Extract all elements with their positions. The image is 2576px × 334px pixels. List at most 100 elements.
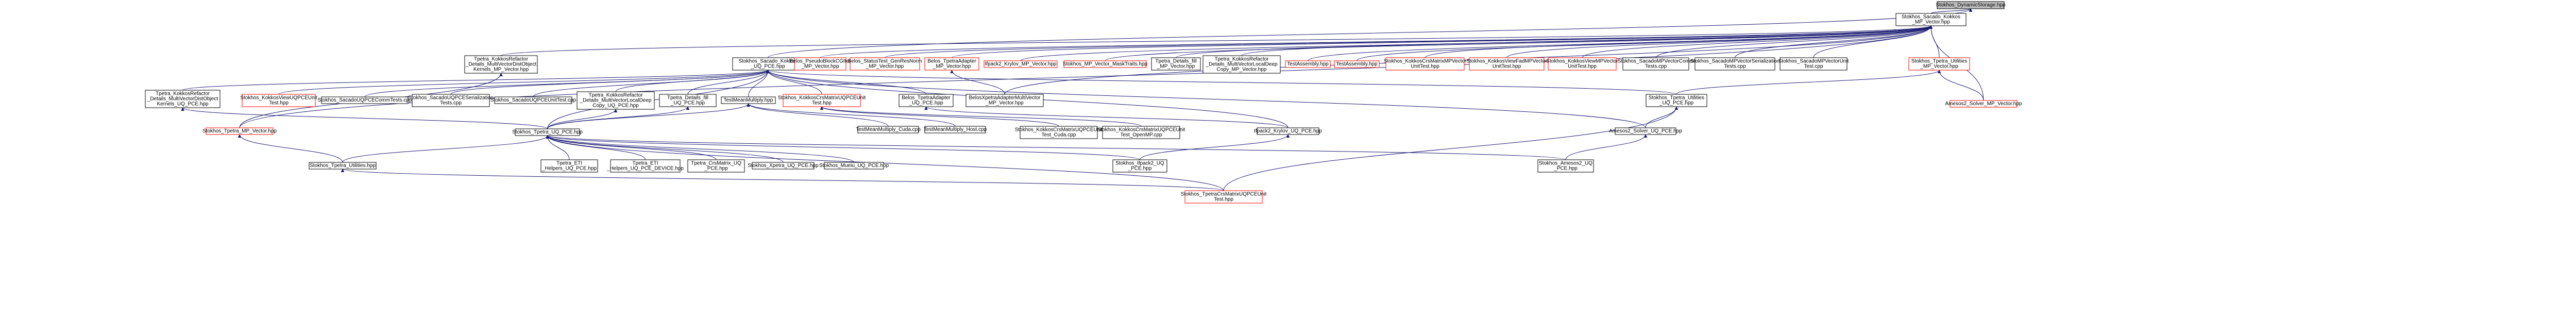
graph-node[interactable]: Stokhos_SacadoUQPCESerializationTests.cp… <box>408 94 494 107</box>
graph-node[interactable]: Stokhos_KokkosCrsMatrixMPVectorUnitTest.… <box>1384 57 1467 71</box>
node-label: Test_OpenMP.cpp <box>1121 132 1162 138</box>
graph-node[interactable]: Stokhos_Amesos2_UQ_PCE.hpp <box>1537 159 1594 173</box>
graph-node[interactable]: Belos_TpetraAdapter_UQ_PCE.hpp <box>899 94 954 107</box>
graph-node[interactable]: Stokhos_KokkosCrsMatrixUQPCEUnitTest_Cud… <box>1015 126 1103 139</box>
dependency-edge <box>548 135 646 160</box>
dependency-edge <box>748 70 768 97</box>
graph-node[interactable]: Amesos2_Solver_MP_Vector.hpp <box>1945 100 2022 108</box>
node-box <box>1151 57 1201 71</box>
graph-node[interactable]: TestAssembly.hpp <box>1334 60 1380 68</box>
node-label: TestMeanMultiply_Host.cpp <box>924 127 987 132</box>
node-label: Stokhos_KokkosCrsMatrixUQPCEUnit <box>1097 127 1185 133</box>
graph-node[interactable]: Belos_PseudoBlockCGIter_MP_Vector.hpp <box>790 57 851 71</box>
graph-node[interactable]: Stokhos_SacadoUQPCECommTests.cpp <box>318 96 412 104</box>
node-box <box>1020 126 1098 139</box>
node-label: Tests.cpp <box>440 101 462 106</box>
node-box <box>1908 57 1970 71</box>
graph-node[interactable]: Tpetra_KokkosRefactor_Details_MultiVecto… <box>464 55 538 74</box>
graph-node[interactable]: Ifpack2_Krylov_MP_Vector.hpp <box>984 60 1058 68</box>
dependency-edge <box>768 70 926 95</box>
graph-node[interactable]: Stokhos_KokkosViewFadMPVectorUnitTest.hp… <box>1466 57 1547 71</box>
graph-node[interactable]: Stokhos_Tpetra_UQ_PCE.hpp <box>512 128 583 136</box>
node-label: BelosXpetraAdapterMultiVector <box>969 95 1041 101</box>
node-box <box>924 57 979 71</box>
graph-node[interactable]: Amesos2_Solver_UQ_PCE.hpp <box>1609 127 1682 135</box>
graph-node[interactable]: Stokhos_SacadoMPVectorSerializationTests… <box>1690 57 1780 71</box>
graph-node[interactable]: Stokhos_MP_Vector_MaskTraits.hpp <box>1063 60 1148 68</box>
node-label: Stokhos_TpetraCrsMatrixUQPCEUnit <box>1181 192 1267 197</box>
graph-node[interactable]: Stokhos_Ifpack2_UQ_PCE.hpp <box>1112 159 1167 173</box>
node-label: Tpetra_ETI <box>632 161 658 166</box>
dependency-edge <box>547 103 749 129</box>
graph-node[interactable]: Stokhos_KokkosCrsMatrixUQPCEUnitTest_Ope… <box>1097 126 1185 139</box>
graph-node[interactable]: Tpetra_Details_fill_MP_Vector.hpp <box>1151 57 1201 71</box>
node-label: _PCE.hpp <box>1128 166 1152 172</box>
node-label: UnitTest.hpp <box>1493 64 1521 70</box>
graph-node[interactable]: BelosXpetraAdapterMultiVector_MP_Vector.… <box>965 94 1044 107</box>
node-label: Kernels_UQ_PCE.hpp <box>157 102 208 107</box>
node-label: _MP_Vector.hpp <box>801 64 839 70</box>
graph-node[interactable]: Tpetra_CrsMatrix_UQ_PCE.hpp <box>687 159 745 173</box>
dependency-edge <box>1582 25 1931 58</box>
node-box <box>1334 60 1380 68</box>
node-label: Belos_PseudoBlockCGIter <box>790 59 851 64</box>
dependency-edge <box>768 70 822 95</box>
node-label: Tpetra_Details_fill <box>1155 59 1196 64</box>
node-label: Stokhos_KokkosViewMPVector <box>1546 59 1618 64</box>
graph-node[interactable]: Stokhos_Mueiu_UQ_PCE.hpp <box>819 162 889 170</box>
node-label: Test.hpp <box>812 101 832 106</box>
graph-node[interactable]: TestMeanMultiply.hpp <box>721 96 776 104</box>
node-label: Tests.cpp <box>1724 64 1746 70</box>
graph-node[interactable]: TestAssembly.hpp <box>1285 60 1331 68</box>
dependency-edge <box>822 106 1059 127</box>
node-box <box>494 96 572 104</box>
dependency-edge <box>768 70 1677 95</box>
dependency-edge <box>1565 134 1646 160</box>
node-label: Stokhos_KokkosViewUQPCEUnit <box>240 95 317 101</box>
graph-node[interactable]: Stokhos_Xpetra_UQ_PCE.hpp <box>748 162 819 170</box>
node-box <box>899 94 954 107</box>
node-label: UnitTest.hpp <box>1411 64 1439 70</box>
dependency-edge <box>1939 70 1984 101</box>
graph-node[interactable]: Tpetra_ETI_Helpers_UQ_PCE.hpp <box>540 159 598 173</box>
node-label: Stokhos_SacadoUQPCESerialization <box>408 95 494 101</box>
dependency-edge <box>1241 25 1931 56</box>
graph-node[interactable]: Stokhos_SacadoUQPCEUnitTest.cpp <box>490 96 577 104</box>
graph-node[interactable]: Stokhos_Tpetra_Utilities_MP_Vector.hpp <box>1908 57 1970 71</box>
graph-node[interactable]: Tpetra_KokkosRefactor_Details_MultiVecto… <box>577 91 655 110</box>
graph-node[interactable]: TestMeanMultiply_Host.cpp <box>924 126 987 133</box>
node-label: UnitTest.hpp <box>1568 64 1597 70</box>
graph-node[interactable]: Tpetra_Details_fill_UQ_PCE.hpp <box>659 94 717 107</box>
dependency-edge <box>548 135 1224 191</box>
graph-node[interactable]: Stokhos_DynamicStorage.hpp <box>1936 1 2006 9</box>
node-label: _MP_Vector.hpp <box>1911 20 1950 25</box>
graph-node[interactable]: Tpetra_KokkosRefactor_Details_MultiVecto… <box>145 90 221 108</box>
graph-node[interactable]: TestMeanMultiply_Cuda.cpp <box>856 126 921 133</box>
node-label: TestAssembly.hpp <box>1287 61 1329 67</box>
graph-node[interactable]: Stokhos_Tpetra_MP_Vector.hpp <box>202 127 277 135</box>
graph-node[interactable]: Ifpack2_Krylov_UQ_PCE.hpp <box>1254 127 1322 135</box>
node-box <box>1112 159 1167 173</box>
node-label: Tpetra_KokkosRefactor <box>474 57 529 62</box>
graph-node[interactable]: Stokhos_Sacado_Kokkos_MP_Vector.hpp <box>1895 13 1967 26</box>
graph-node[interactable]: Tpetra_ETI_Helpers_UQ_PCE_DEVICE.hpp <box>606 159 684 173</box>
edges-layer <box>183 8 1984 191</box>
graph-node[interactable]: Stokhos_Tpetra_Utilities.hpp <box>309 162 377 170</box>
dependency-edge <box>1140 134 1289 160</box>
node-label: TestMeanMultiply_Cuda.cpp <box>856 127 921 132</box>
graph-node[interactable]: Stokhos_Sacado_Kokkos_UQ_PCE.hpp <box>732 57 804 71</box>
graph-node[interactable]: Stokhos_Tpetra_Utilities_UQ_PCE.hpp <box>1646 94 1707 107</box>
graph-node[interactable]: Belos_TpetraAdapter_MP_Vector.hpp <box>924 57 979 71</box>
dependency-edge <box>749 103 889 127</box>
graph-node[interactable]: Tpetra_KokkosRefactor_Details_MultiVecto… <box>1202 55 1281 74</box>
node-label: Stokhos_Sacado_Kokkos <box>1902 14 1960 20</box>
node-label: Stokhos_Tpetra_Utilities <box>1911 59 1967 64</box>
graph-node[interactable]: Belos_StatusTest_GenResNorm_MP_Vector.hp… <box>848 57 922 71</box>
